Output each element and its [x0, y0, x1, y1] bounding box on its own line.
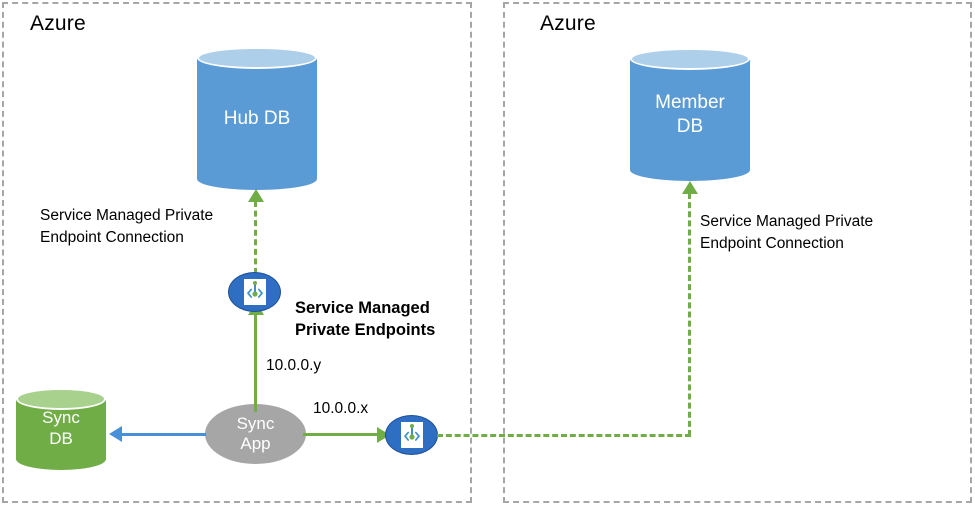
azure-zone-left [2, 2, 472, 503]
sync-db-cylinder: Sync DB [16, 388, 106, 470]
service-managed-private-endpoints-title: Service Managed Private Endpoints [295, 299, 436, 340]
private-endpoint-hub[interactable] [228, 272, 281, 312]
hub-db-top [197, 47, 317, 69]
azure-zone-right-label: Azure [540, 12, 596, 35]
member-db-top [630, 48, 750, 70]
member-endpoint-to-member-db-arrowhead [682, 181, 698, 194]
member-db-body [630, 59, 750, 170]
ip-label-hub: 10.0.0.y [266, 357, 322, 374]
sync-app-to-member-endpoint-line [303, 433, 378, 436]
ip-label-member: 10.0.0.x [313, 400, 369, 417]
left-connection-annotation: Service Managed Private Endpoint Connect… [40, 207, 214, 246]
sync-app-label-1: Sync [236, 413, 275, 433]
right-connection-annotation: Service Managed Private Endpoint Connect… [700, 213, 874, 252]
hub-db-cylinder: Hub DB [197, 47, 317, 190]
member-endpoint-to-member-db-vertical [688, 193, 691, 436]
private-endpoint-member[interactable] [385, 415, 438, 455]
sync-app-to-sync-db-arrowhead [109, 426, 122, 442]
azure-zone-left-label: Azure [30, 12, 86, 35]
hub-endpoint-to-hub-db-arrowhead [248, 189, 264, 202]
sync-app-to-sync-db-line [122, 433, 206, 436]
private-link-icon [243, 279, 266, 305]
hub-db-body [197, 58, 317, 179]
member-endpoint-to-member-db-horizontal [437, 434, 691, 437]
hub-endpoint-to-hub-db-line [254, 201, 257, 274]
private-link-icon [400, 422, 423, 448]
azure-zone-right [503, 2, 972, 503]
sync-app-label-2: App [240, 434, 271, 453]
sync-app-to-hub-endpoint-line [254, 312, 257, 412]
sync-db-top [16, 388, 106, 410]
member-db-cylinder: Member DB [630, 48, 750, 181]
sync-app-node: Sync App [205, 404, 306, 464]
